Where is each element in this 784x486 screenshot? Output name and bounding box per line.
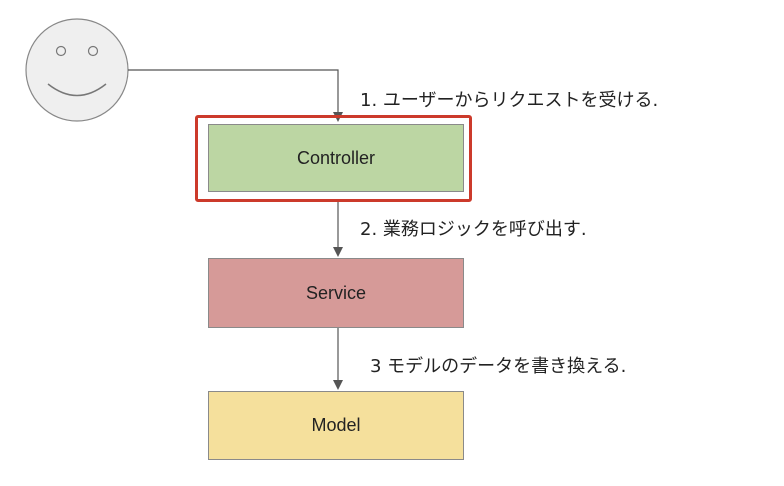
controller-node-label: Controller (296, 147, 376, 168)
step-1-label: 1. ユーザーからリクエストを受ける. (360, 90, 659, 111)
connector-user-to-controller (128, 69, 343, 122)
service-node: Service (208, 258, 464, 328)
step-2-label: 2. 業務ロジックを呼び出す. (360, 219, 587, 240)
controller-highlight-frame (195, 115, 472, 202)
model-node: Model (208, 391, 464, 460)
user-smiley-icon (25, 18, 129, 122)
model-node-label: Model (311, 415, 361, 435)
service-node-label: Service (305, 282, 367, 303)
controller-node: Controller (208, 124, 464, 192)
step-3-label: 3 モデルのデータを書き換える. (370, 356, 627, 377)
